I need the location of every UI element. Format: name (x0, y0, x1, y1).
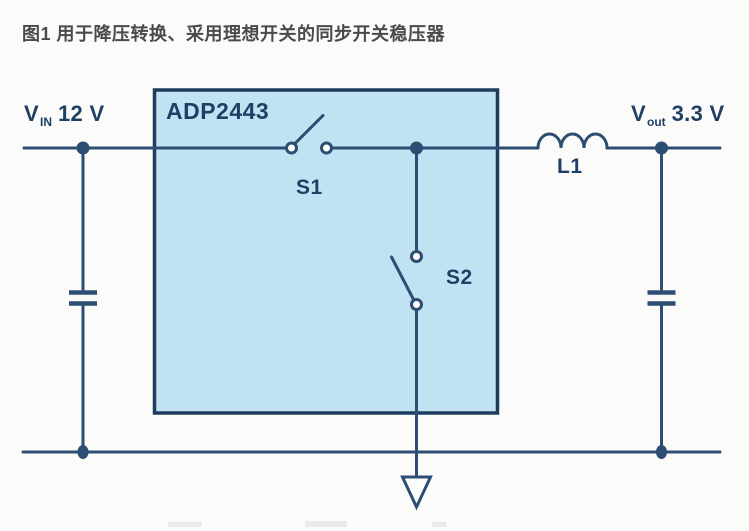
switch-s1 (285, 114, 333, 155)
vout-label: Vout 3.3 V (631, 101, 725, 129)
capacitor-output (647, 146, 676, 454)
vout-symbol: V (631, 101, 646, 126)
chip-name-label: ADP2443 (166, 98, 270, 124)
figure-title: 图1 用于降压转换、采用理想开关的同步开关稳压器 (22, 24, 446, 44)
chip-box (152, 88, 500, 415)
s1-label: S1 (296, 176, 323, 199)
junction-dots (76, 141, 668, 459)
ground-symbol (400, 475, 433, 511)
capacitor-input (69, 146, 97, 454)
vout-subscript: out (646, 115, 666, 129)
vin-value: 12 V (57, 101, 105, 126)
vin-symbol: V (24, 101, 39, 126)
cropped-caption-artifact (168, 521, 446, 527)
vin-subscript: IN (39, 115, 52, 129)
inductor-coil (536, 132, 609, 150)
l1-label: L1 (557, 155, 583, 178)
s2-label: S2 (446, 266, 473, 289)
switch-s2 (390, 146, 423, 479)
vin-label: VIN 12 V (24, 101, 105, 129)
vout-value: 3.3 V (671, 101, 725, 126)
